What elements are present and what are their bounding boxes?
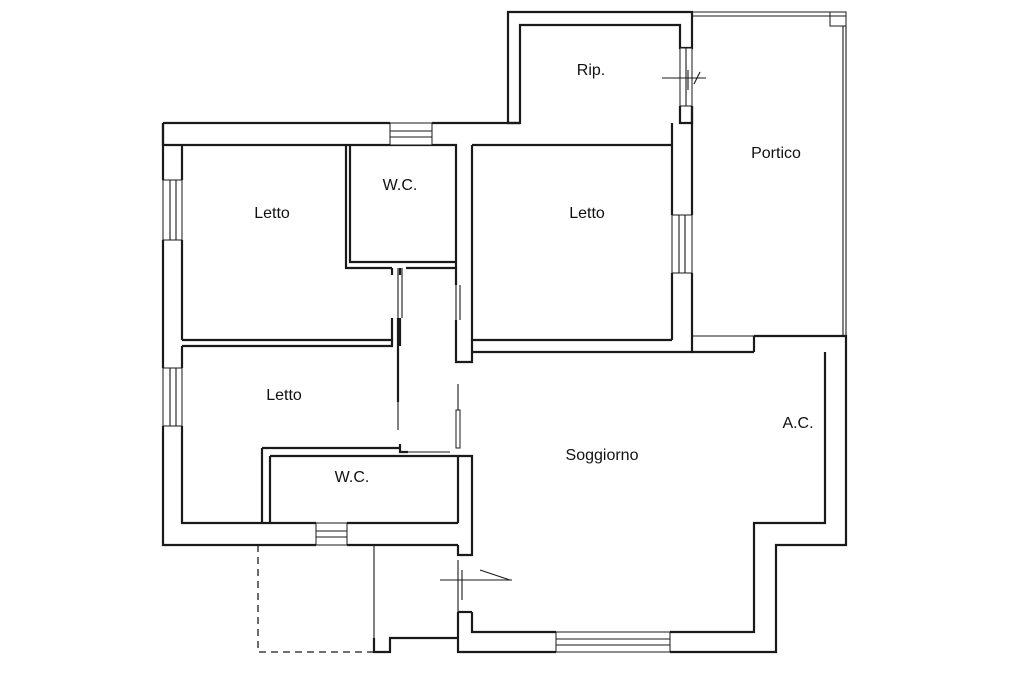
room-label-angolo-cottura: A.C. xyxy=(782,415,813,432)
interior-walls xyxy=(182,143,692,523)
portico-outline xyxy=(692,26,847,337)
windows xyxy=(162,47,693,653)
room-label-wc-top: W.C. xyxy=(383,177,418,194)
doors xyxy=(396,11,847,612)
room-label-letto-top-right: Letto xyxy=(569,205,605,222)
room-label-letto-top-left: Letto xyxy=(254,205,290,222)
room-label-soggiorno: Soggiorno xyxy=(566,447,639,464)
room-label-letto-bottom-left: Letto xyxy=(266,387,302,404)
exterior-walls xyxy=(161,10,848,654)
room-label-ripostiglio: Rip. xyxy=(577,62,605,79)
outdoor-area xyxy=(257,545,375,653)
room-label-wc-bottom: W.C. xyxy=(335,469,370,486)
room-label-portico: Portico xyxy=(751,145,801,162)
